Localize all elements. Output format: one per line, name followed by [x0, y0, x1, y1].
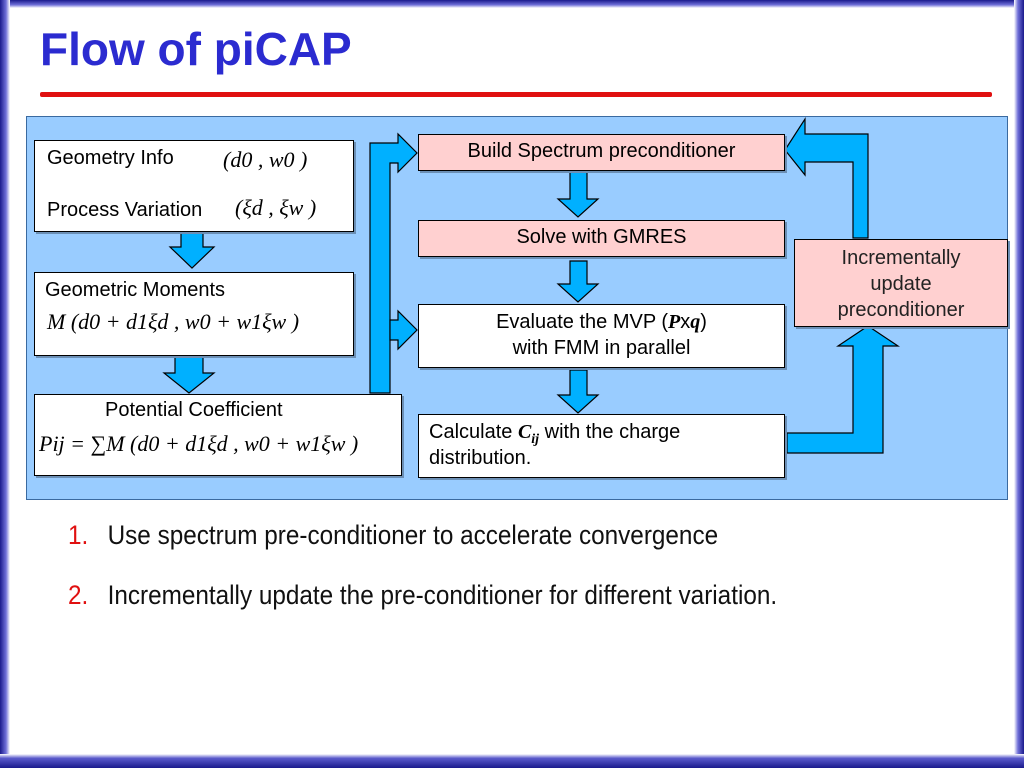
geometric-moments-math: M (d0 + d1ξd , w0 + w1ξw ): [47, 309, 300, 334]
bullet-number-2: 2.: [68, 580, 89, 610]
arrow-evaluate-to-calculate: [556, 369, 600, 414]
times-symbol: x: [680, 311, 691, 333]
matrix-p-symbol: P: [668, 311, 681, 333]
calculate-cij-box: Calculate Cij with the charge distributi…: [418, 414, 785, 478]
evaluate-mvp-box: Evaluate the MVP (Pxq) with FMM in paral…: [418, 304, 785, 368]
arrow-geometry-to-moments: [168, 231, 216, 269]
bullet-text-2: Incrementally update the pre-conditioner…: [107, 580, 778, 610]
arrow-potential-to-build: [369, 132, 418, 394]
solve-gmres-label: Solve with GMRES: [516, 226, 687, 248]
solve-gmres-box: Solve with GMRES: [418, 220, 785, 257]
frame-top-border: [0, 0, 1024, 8]
calculate-cij-line1: Calculate Cij with the charge: [429, 421, 680, 448]
arrow-update-to-build: [784, 116, 869, 239]
c-symbol: C: [517, 421, 532, 443]
frame-right-border: [1014, 0, 1024, 768]
build-preconditioner-box: Build Spectrum preconditioner: [418, 134, 785, 171]
geometric-moments-box: Geometric Moments M (d0 + d1ξd , w0 + w1…: [34, 272, 354, 356]
calculate-prefix: Calculate: [429, 421, 518, 443]
arrow-build-to-solve: [556, 170, 600, 218]
ij-subscript: ij: [531, 432, 540, 447]
calculate-suffix: with the charge: [539, 421, 681, 443]
bullet-item-1: 1. Use spectrum pre-conditioner to accele…: [68, 520, 718, 551]
arrow-solve-to-evaluate: [556, 260, 600, 303]
potential-coefficient-math: Pij = ∑M (d0 + d1ξd , w0 + w1ξw ): [39, 431, 359, 456]
calculate-cij-line2: distribution.: [429, 447, 532, 469]
build-preconditioner-label: Build Spectrum preconditioner: [467, 140, 736, 162]
evaluate-mvp-line1: Evaluate the MVP (Pxq): [419, 311, 784, 334]
title-underline: [40, 92, 992, 97]
arrow-calculate-to-update: [786, 325, 900, 454]
vector-q-symbol: q: [690, 311, 701, 333]
evaluate-suffix: ): [700, 311, 707, 333]
geometry-info-math: (d0 , w0 ): [223, 147, 308, 172]
geometric-moments-label: Geometric Moments: [45, 279, 226, 301]
update-line2: update: [870, 273, 932, 295]
geometry-info-label: Geometry Info: [47, 147, 174, 169]
process-variation-math: (ξd , ξw ): [235, 195, 317, 220]
potential-coefficient-label: Potential Coefficient: [105, 399, 283, 421]
arrow-branch-to-evaluate: [389, 309, 418, 351]
arrow-moments-to-potential: [162, 356, 216, 394]
bullet-text-1: Use spectrum pre-conditioner to accelera…: [107, 520, 719, 550]
update-line3: preconditioner: [837, 299, 965, 321]
frame-left-border: [0, 0, 10, 768]
frame-bottom-border: [0, 754, 1024, 768]
slide-title: Flow of piCAP: [40, 23, 352, 75]
process-variation-label: Process Variation: [47, 199, 203, 221]
bullet-item-2: 2. Incrementally update the pre-condition…: [68, 580, 777, 611]
potential-coefficient-box: Potential Coefficient Pij = ∑M (d0 + d1ξ…: [34, 394, 402, 476]
update-preconditioner-box: Incrementally update preconditioner: [794, 239, 1008, 327]
evaluate-mvp-line2: with FMM in parallel: [512, 337, 691, 359]
update-line1: Incrementally: [841, 247, 961, 269]
evaluate-prefix: Evaluate the MVP (: [496, 311, 669, 333]
geometry-info-box: Geometry Info (d0 , w0 ) Process Variati…: [34, 140, 354, 232]
bullet-number-1: 1.: [68, 520, 89, 550]
